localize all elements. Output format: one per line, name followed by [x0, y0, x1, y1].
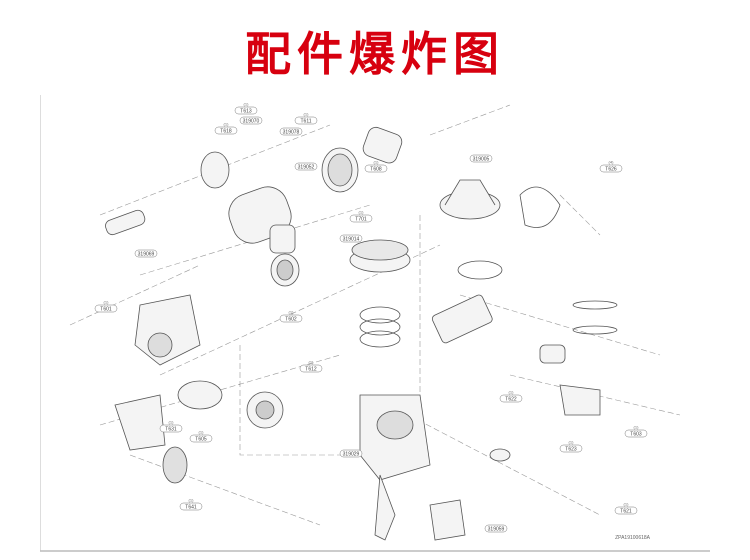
callout-label: T612 — [305, 367, 317, 373]
callout-label: T623 — [565, 447, 577, 453]
part-number-label: 319014 — [343, 237, 360, 243]
callout-label: T631 — [165, 427, 177, 433]
part-number-label: 319069 — [138, 252, 155, 258]
callout-label-box — [559, 444, 583, 453]
callout-qty: (1) — [304, 112, 310, 117]
callout-label-box — [624, 429, 648, 438]
exploded-parts-diagram: T613 (1) T611 (1) T618 (1) T701 (1) T602 (1) T601 (… — [39, 95, 710, 553]
callout-label-box — [94, 304, 118, 313]
callout-label: T605 — [195, 437, 207, 443]
part-number-label-box — [239, 116, 263, 125]
callout-label-box — [189, 434, 213, 443]
callout-qty: (1) — [569, 440, 575, 445]
callout-label: T601 — [100, 307, 112, 313]
callout-qty: (1) — [224, 122, 230, 127]
callout-label-box — [364, 164, 388, 173]
diagram-canvas: T613 (1) T611 (1) T618 (1) T701 (1) T602 (1) T601 (… — [39, 95, 710, 552]
part-number-label: 319059 — [488, 527, 505, 533]
callout-label-box — [349, 214, 373, 223]
callout-qty: (1) — [359, 210, 365, 215]
callout-qty: (1) — [309, 360, 315, 365]
callout-label-box — [234, 106, 258, 115]
part-number-label-box — [339, 449, 363, 458]
part-number-label-box — [484, 524, 508, 533]
part-number-label: 319052 — [298, 165, 315, 171]
callout-label-box — [179, 502, 203, 511]
callout-label: T621 — [620, 509, 632, 515]
callout-label: T622 — [505, 397, 517, 403]
callout-qty: (1) — [104, 300, 110, 305]
callout-label-box — [294, 116, 318, 125]
callout-qty: (1) — [289, 310, 295, 315]
part-number-label-box — [339, 234, 363, 243]
part-number-label: 319078 — [283, 130, 300, 136]
callout-qty: (1) — [244, 102, 250, 107]
callout-label-box — [159, 424, 183, 433]
callout-label-box — [214, 126, 238, 135]
callout-qty: (1) — [634, 425, 640, 430]
callout-label: T701 — [355, 217, 367, 223]
callout-qty: (1) — [374, 160, 380, 165]
callout-qty: (1) — [624, 502, 630, 507]
drawing-code: ZPA19100618A — [615, 535, 650, 541]
callout-label: T602 — [285, 317, 297, 323]
callout-label-box — [279, 314, 303, 323]
callout-label-box — [614, 506, 638, 515]
callout-qty: (1) — [509, 390, 515, 395]
callout-label: T603 — [630, 432, 642, 438]
callout-label: T618 — [220, 129, 232, 135]
callout-label-box — [599, 164, 623, 173]
callout-label-box — [299, 364, 323, 373]
part-number-label-box — [469, 154, 493, 163]
parts — [105, 126, 618, 541]
part-number-label: 319070 — [243, 119, 260, 125]
callout-label-box — [499, 394, 523, 403]
page-title: 配件爆炸图 — [245, 27, 505, 81]
callout-qty: (4) — [609, 160, 615, 165]
callout-qty: (1) — [199, 430, 205, 435]
part-number-label-box — [279, 127, 303, 136]
part-number-label: 319005 — [473, 157, 490, 163]
callout-label: T608 — [370, 167, 382, 173]
callout-label: T611 — [300, 119, 311, 125]
callout-qty: (1) — [189, 498, 195, 503]
part-number-label-box — [134, 249, 158, 258]
callout-label: T641 — [185, 505, 197, 511]
callout-label: T626 — [605, 167, 617, 173]
part-number-label-box — [294, 162, 318, 171]
callout-labels: T613 (1) T611 (1) T618 (1) T701 (1) T602 (1) T601 (… — [94, 102, 648, 533]
callout-qty: (1) — [169, 420, 175, 425]
callout-label: T613 — [240, 109, 252, 115]
part-number-label: 319029 — [343, 452, 360, 458]
